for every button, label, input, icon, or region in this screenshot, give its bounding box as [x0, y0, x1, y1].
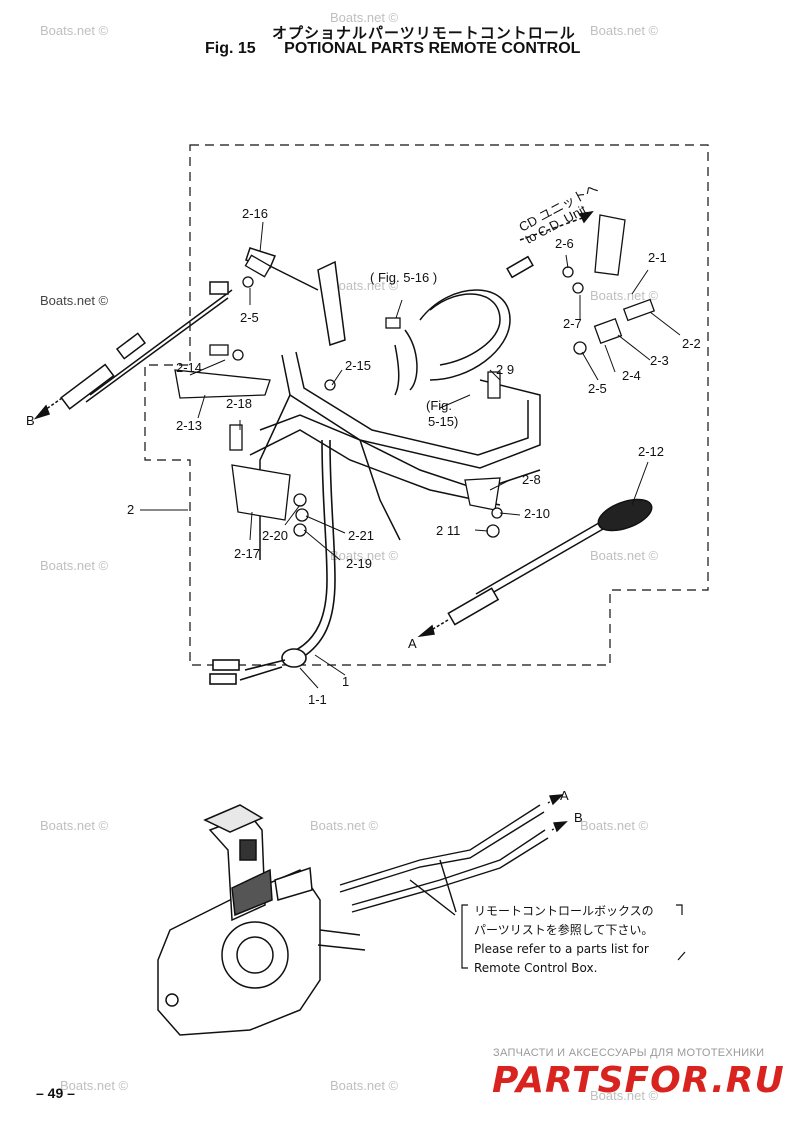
note-bracket — [461, 904, 686, 969]
watermark: Boats.net © — [40, 23, 109, 38]
callout: 2-18 — [226, 396, 252, 411]
small-parts — [174, 214, 656, 538]
figure-number: Fig. 15 — [205, 40, 256, 57]
site-logo[interactable]: PARTSFOR.RU — [492, 1060, 785, 1101]
leader-lines — [140, 221, 681, 1006]
note-line: リモートコントロールボックスの — [474, 904, 654, 918]
watermark: Boats.net © — [40, 818, 109, 833]
callout: ( Fig. 5-16 ) — [370, 270, 437, 285]
callout: 2-10 — [524, 506, 550, 521]
note-line: Please refer to a parts list for — [474, 942, 649, 956]
callout: 2-21 — [348, 528, 374, 543]
page-title-japanese: オプショナルパーツリモートコントロール — [272, 24, 576, 42]
watermark: Boats.net © — [590, 1088, 659, 1103]
callout: 2 9 — [496, 362, 514, 377]
remote-control-box — [157, 804, 366, 1036]
throttle-lever — [245, 247, 346, 346]
callout: 2-20 — [262, 528, 288, 543]
watermark: Boats.net © — [310, 818, 379, 833]
watermark: Boats.net © — [590, 23, 659, 38]
callout: 2-6 — [555, 236, 574, 251]
callout: 2 11 — [436, 523, 460, 538]
callout: 2-4 — [622, 368, 641, 383]
callout: 2-3 — [650, 353, 669, 368]
callout: 2-19 — [346, 556, 372, 571]
watermark: Boats.net © — [330, 278, 399, 293]
callout: 2-7 — [563, 316, 582, 331]
callout: 2 — [127, 502, 134, 517]
remote-control-cable — [209, 439, 336, 685]
page-title: Fig. 15 POTIONAL PARTS REMOTE CONTROL — [205, 40, 580, 58]
callout: 2-15 — [345, 358, 371, 373]
watermark: Boats.net © — [40, 293, 109, 308]
wiring-harness — [394, 210, 594, 396]
assembly-boundary — [144, 144, 709, 666]
callout: 2-17 — [234, 546, 260, 561]
callout: 2-2 — [682, 336, 701, 351]
watermarks: Boats.net © Boats.net © Boats.net © Boat… — [40, 10, 659, 1103]
callout: 2-14 — [176, 360, 202, 375]
callout: (Fig. — [426, 398, 452, 413]
figure-title: POTIONAL PARTS REMOTE CONTROL — [284, 40, 581, 57]
callout: 2-1 — [648, 250, 667, 265]
note-line: Remote Control Box. — [474, 961, 598, 975]
callout: 2-8 — [522, 472, 541, 487]
callout: 2-16 — [242, 206, 268, 221]
watermark: Boats.net © — [330, 548, 399, 563]
engine-frame — [249, 351, 541, 560]
watermark: Boats.net © — [580, 818, 649, 833]
watermark: Boats.net © — [590, 288, 659, 303]
arrow-label: A — [560, 788, 569, 803]
note-line: パーツリストを参照して下さい。 — [474, 923, 654, 937]
watermark: Boats.net © — [40, 558, 109, 573]
watermark: Boats.net © — [590, 548, 659, 563]
callout: 2-12 — [638, 444, 664, 459]
arrow-label: B — [574, 810, 583, 825]
callout: 2-5 — [240, 310, 259, 325]
callout-labels: 2-16 2-5 2-14 2-13 2-18 2 2-17 2-20 2-21… — [26, 180, 701, 1015]
callout: 2-5 — [588, 381, 607, 396]
shift-cable-a — [417, 498, 653, 638]
arrow-label: B — [26, 413, 35, 428]
watermark: Boats.net © — [330, 10, 399, 25]
page-number: – 49 – — [36, 1085, 75, 1101]
throttle-cable-b — [33, 281, 233, 420]
reference-note: リモートコントロールボックスの パーツリストを参照して下さい。 Please r… — [474, 902, 654, 978]
arrow-label: A — [408, 636, 417, 651]
watermark: Boats.net © — [60, 1078, 129, 1093]
remote-box-cables — [339, 794, 568, 916]
site-subtitle: ЗАПЧАСТИ И АКСЕССУАРЫ ДЛЯ МОТОТЕХНИКИ — [493, 1047, 765, 1059]
callout: 1-1 — [308, 692, 327, 707]
callout: 5-15) — [428, 414, 458, 429]
callout: 2-13 — [176, 418, 202, 433]
watermark: Boats.net © — [330, 1078, 399, 1093]
callout: 1 — [342, 674, 349, 689]
